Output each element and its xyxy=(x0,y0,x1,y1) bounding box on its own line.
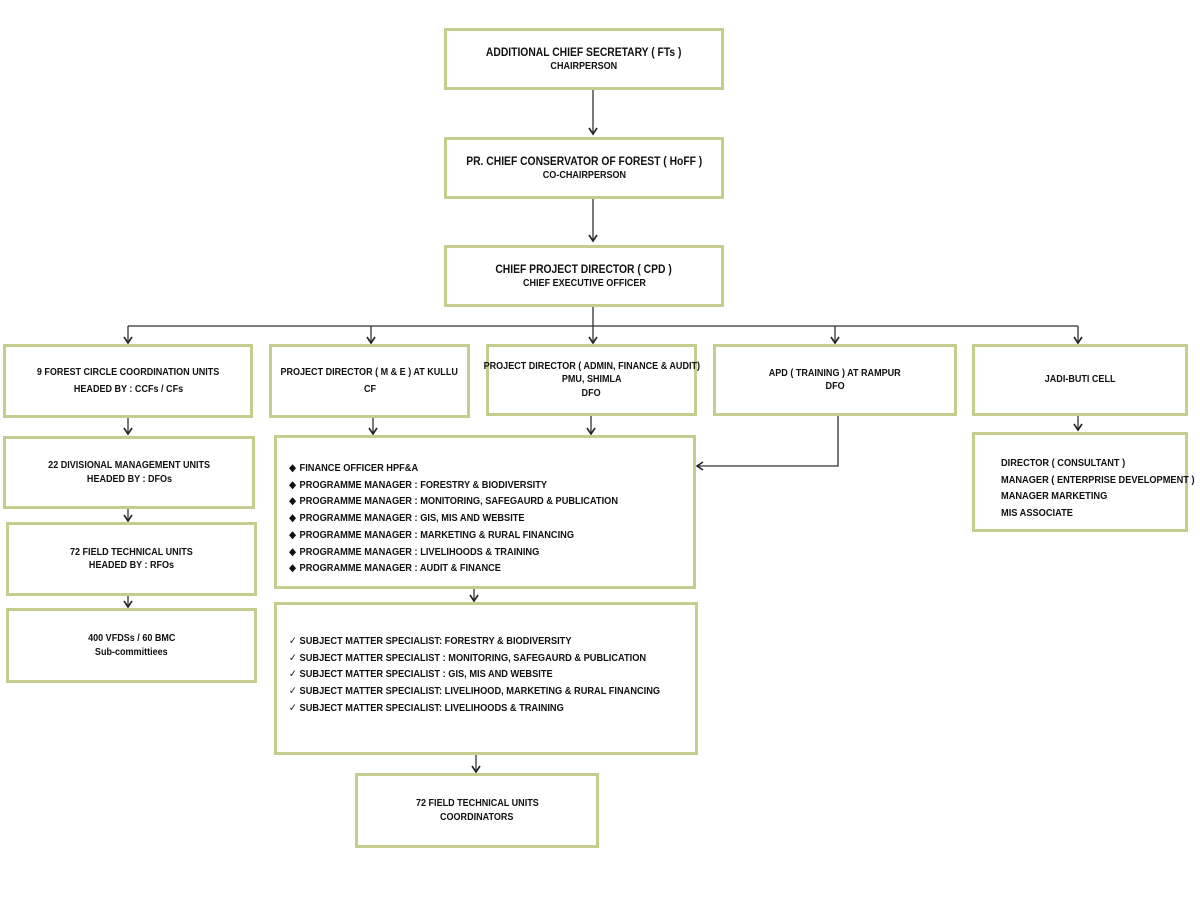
node-title: PROJECT DIRECTOR ( M & E ) AT KULLU xyxy=(280,365,459,378)
sms-list-item: ✓SUBJECT MATTER SPECIALIST: FORESTRY & B… xyxy=(289,633,660,650)
edge-apd-pmu xyxy=(695,416,839,471)
list-item-text: SUBJECT MATTER SPECIALIST: FORESTRY & BI… xyxy=(299,635,572,647)
node-title: PROJECT DIRECTOR ( ADMIN, FINANCE & AUDI… xyxy=(483,360,700,373)
list-item-text: PROGRAMME MANAGER : MONITORING, SAFEGAUR… xyxy=(299,495,618,508)
node-subtitle: DFO xyxy=(825,380,845,392)
node-subtitle: CF xyxy=(363,383,376,395)
sms-list-item: ✓SUBJECT MATTER SPECIALIST : MONITORING,… xyxy=(289,650,660,667)
node-field-coord: 72 FIELD TECHNICAL UNITS COORDINATORS xyxy=(355,773,599,848)
node-subtitle: CHAIRPERSON xyxy=(550,59,618,72)
bullet-icon: ◆ xyxy=(289,462,297,474)
bullet-icon: ◆ xyxy=(289,545,297,558)
node-title: CHIEF PROJECT DIRECTOR ( CPD ) xyxy=(495,261,673,276)
node-title: ADDITIONAL CHIEF SECRETARY ( FTs ) xyxy=(486,44,682,59)
sms-list-item: ✓SUBJECT MATTER SPECIALIST: LIVELIHOODS … xyxy=(289,700,660,717)
pmu-list-item: ◆PROGRAMME MANAGER : MARKETING & RURAL F… xyxy=(289,527,618,544)
jadi-items: DIRECTOR ( CONSULTANT ) MANAGER ( ENTERPR… xyxy=(1001,455,1200,522)
bullet-icon: ◆ xyxy=(289,512,297,525)
list-item-text: MANAGER MARKETING xyxy=(1001,490,1108,503)
node-subtitle-2: DFO xyxy=(581,386,602,399)
node-sms-list: ✓SUBJECT MATTER SPECIALIST: FORESTRY & B… xyxy=(274,602,698,755)
pmu-list-item: ◆PROGRAMME MANAGER : MONITORING, SAFEGAU… xyxy=(289,493,618,510)
bullet-icon: ◆ xyxy=(289,478,297,491)
node-pmu-list: ◆FINANCE OFFICER HPF&A◆PROGRAMME MANAGER… xyxy=(274,435,696,589)
node-cpd: CHIEF PROJECT DIRECTOR ( CPD ) CHIEF EXE… xyxy=(444,245,724,307)
bullet-icon: ✓ xyxy=(289,668,297,681)
list-item-text: PROGRAMME MANAGER : AUDIT & FINANCE xyxy=(299,562,501,575)
bullet-icon: ✓ xyxy=(289,685,297,698)
node-title: 400 VFDSs / 60 BMC xyxy=(87,632,176,645)
node-title: PR. CHIEF CONSERVATOR OF FOREST ( HoFF ) xyxy=(465,153,703,168)
node-subtitle: PMU, SHIMLA xyxy=(561,373,622,386)
jadi-list-item: MANAGER MARKETING xyxy=(1001,488,1195,505)
node-field-units: 72 FIELD TECHNICAL UNITS HEADED BY : RFO… xyxy=(6,522,257,596)
node-pd-admin: PROJECT DIRECTOR ( ADMIN, FINANCE & AUDI… xyxy=(483,344,700,416)
pmu-list-item: ◆PROGRAMME MANAGER : FORESTRY & BIODIVER… xyxy=(289,477,618,494)
node-title: APD ( TRAINING ) AT RAMPUR xyxy=(769,366,901,379)
list-item-text: SUBJECT MATTER SPECIALIST: LIVELIHOODS &… xyxy=(299,701,564,714)
node-title: JADI-BUTI CELL xyxy=(1044,373,1116,386)
list-item-text: PROGRAMME MANAGER : MARKETING & RURAL FI… xyxy=(299,528,575,541)
node-circle: 9 FOREST CIRCLE COORDINATION UNITS HEADE… xyxy=(3,344,253,418)
list-item-text: PROGRAMME MANAGER : GIS, MIS AND WEBSITE xyxy=(299,512,525,525)
node-subtitle: HEADED BY : CCFs / CFs xyxy=(73,383,183,395)
node-title: 22 DIVISIONAL MANAGEMENT UNITS xyxy=(48,459,210,472)
node-jadi: JADI-BUTI CELL xyxy=(972,344,1188,416)
list-item-text: PROGRAMME MANAGER : FORESTRY & BIODIVERS… xyxy=(299,478,548,491)
jadi-list-item: DIRECTOR ( CONSULTANT ) xyxy=(1001,455,1195,472)
bullet-icon: ✓ xyxy=(289,635,297,647)
jadi-list-item: MIS ASSOCIATE xyxy=(1001,505,1195,522)
bullet-icon: ◆ xyxy=(289,562,297,575)
node-apd: APD ( TRAINING ) AT RAMPUR DFO xyxy=(713,344,957,416)
list-item-text: PROGRAMME MANAGER : LIVELIHOODS & TRAINI… xyxy=(299,545,540,558)
list-item-text: MANAGER ( ENTERPRISE DEVELOPMENT ) xyxy=(1001,473,1195,486)
node-subtitle: CHIEF EXECUTIVE OFFICER xyxy=(522,276,646,289)
sms-items: ✓SUBJECT MATTER SPECIALIST: FORESTRY & B… xyxy=(289,633,711,717)
node-subtitle: HEADED BY : RFOs xyxy=(88,559,175,571)
list-item-text: FINANCE OFFICER HPF&A xyxy=(299,462,419,474)
list-item-text: DIRECTOR ( CONSULTANT ) xyxy=(1001,457,1126,469)
list-item-text: SUBJECT MATTER SPECIALIST: LIVELIHOOD, M… xyxy=(299,685,661,698)
pmu-list-item: ◆PROGRAMME MANAGER : AUDIT & FINANCE xyxy=(289,560,618,577)
bullet-icon: ◆ xyxy=(289,528,297,541)
jadi-list-item: MANAGER ( ENTERPRISE DEVELOPMENT ) xyxy=(1001,472,1195,489)
node-title: 72 FIELD TECHNICAL UNITS xyxy=(415,797,539,810)
node-subtitle: CO-CHAIRPERSON xyxy=(542,168,626,181)
node-pd-me: PROJECT DIRECTOR ( M & E ) AT KULLU CF xyxy=(269,344,470,418)
node-title: 9 FOREST CIRCLE COORDINATION UNITS xyxy=(36,365,220,378)
node-divisional: 22 DIVISIONAL MANAGEMENT UNITS HEADED BY… xyxy=(3,436,255,509)
node-subtitle: Sub-committiees xyxy=(95,645,168,658)
pmu-list-item: ◆PROGRAMME MANAGER : LIVELIHOODS & TRAIN… xyxy=(289,544,618,561)
pmu-list-item: ◆FINANCE OFFICER HPF&A xyxy=(289,460,618,477)
list-item-text: SUBJECT MATTER SPECIALIST : GIS, MIS AND… xyxy=(299,668,553,681)
sms-list-item: ✓SUBJECT MATTER SPECIALIST: LIVELIHOOD, … xyxy=(289,683,660,700)
bullet-icon: ✓ xyxy=(289,651,297,664)
node-acs: ADDITIONAL CHIEF SECRETARY ( FTs ) CHAIR… xyxy=(444,28,724,90)
node-subtitle: HEADED BY : DFOs xyxy=(86,472,172,485)
node-title: 72 FIELD TECHNICAL UNITS xyxy=(70,545,193,558)
list-item-text: SUBJECT MATTER SPECIALIST : MONITORING, … xyxy=(299,651,647,664)
node-jadi-list: DIRECTOR ( CONSULTANT ) MANAGER ( ENTERPR… xyxy=(972,432,1195,532)
pmu-items: ◆FINANCE OFFICER HPF&A◆PROGRAMME MANAGER… xyxy=(289,460,663,577)
pmu-list-item: ◆PROGRAMME MANAGER : GIS, MIS AND WEBSIT… xyxy=(289,510,618,527)
bullet-icon: ✓ xyxy=(289,701,297,714)
node-vfds: 400 VFDSs / 60 BMC Sub-committiees xyxy=(6,608,257,683)
sms-list-item: ✓SUBJECT MATTER SPECIALIST : GIS, MIS AN… xyxy=(289,666,660,683)
list-item-text: MIS ASSOCIATE xyxy=(1001,507,1073,520)
node-pccf: PR. CHIEF CONSERVATOR OF FOREST ( HoFF )… xyxy=(444,137,724,199)
node-subtitle: COORDINATORS xyxy=(440,810,514,823)
bullet-icon: ◆ xyxy=(289,495,297,508)
